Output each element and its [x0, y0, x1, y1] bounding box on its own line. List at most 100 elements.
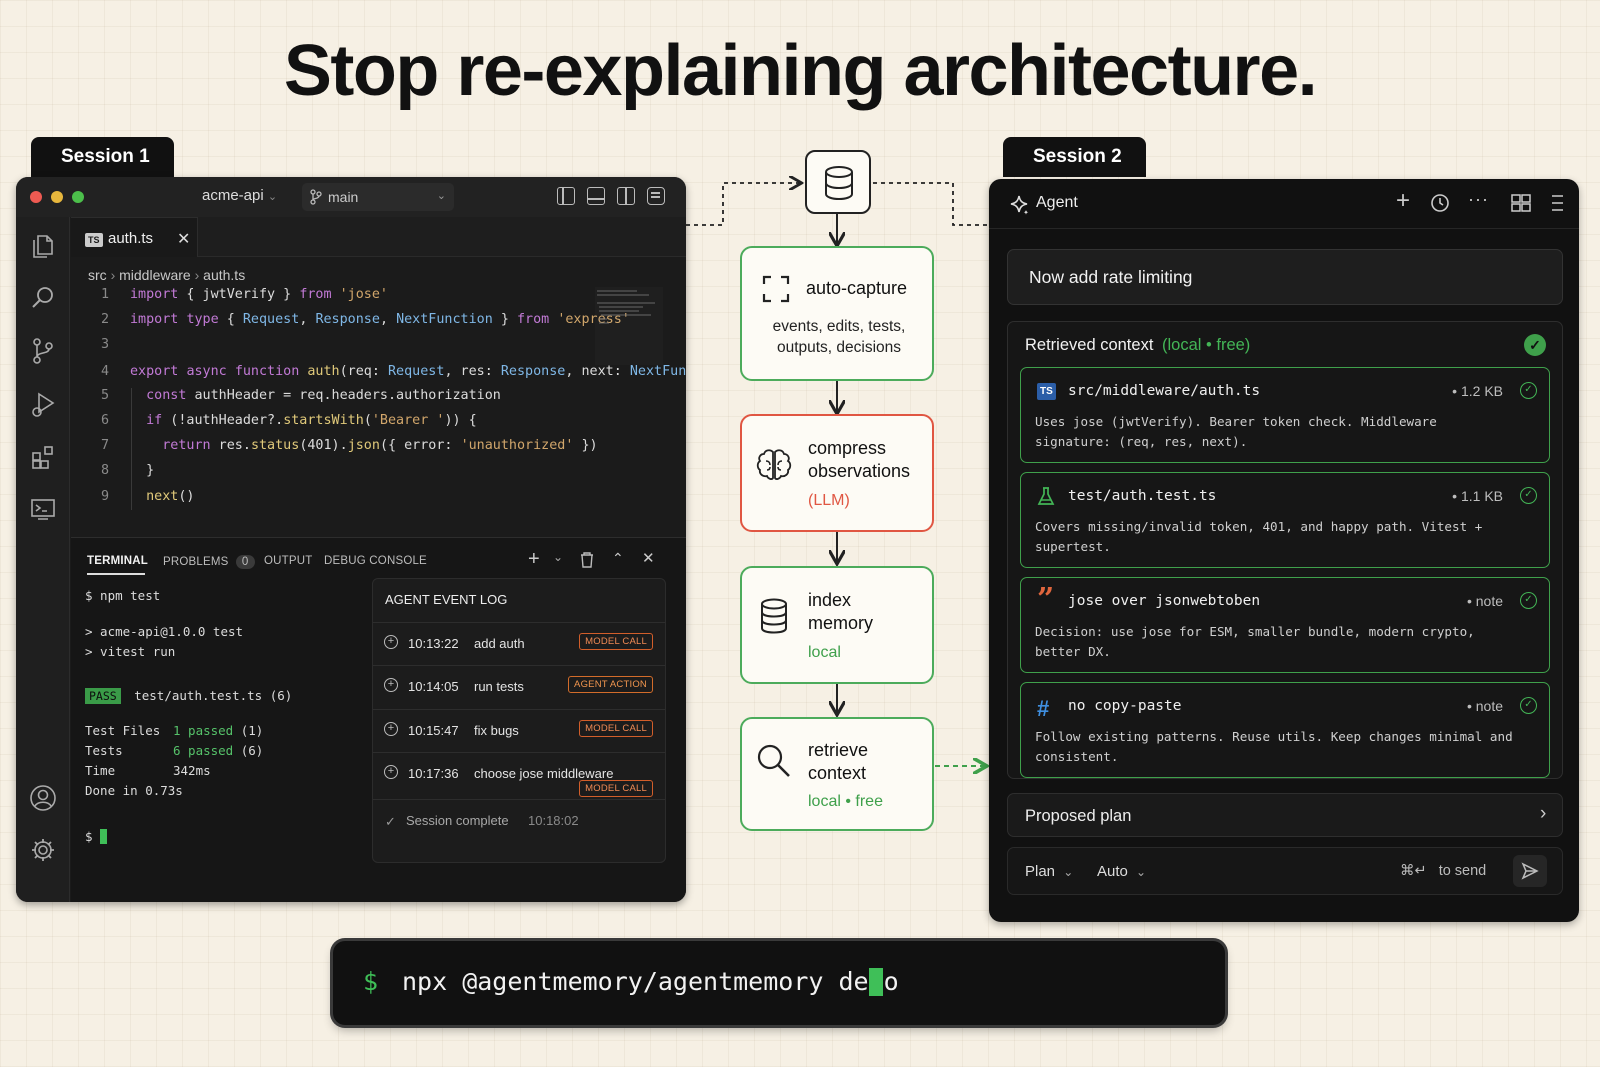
new-terminal-icon[interactable]: +: [528, 548, 540, 570]
context-item-title: jose over jsonwebtoben: [1068, 593, 1261, 609]
breadcrumb-item[interactable]: src: [88, 267, 107, 283]
close-window-button[interactable]: [30, 191, 42, 203]
divider: [989, 228, 1579, 229]
event-label: choose jose middleware: [474, 766, 614, 781]
event-log-title: AGENT EVENT LOG: [385, 592, 508, 607]
event-icon: +: [384, 722, 398, 736]
capture-arrow: [686, 183, 800, 226]
explorer-icon[interactable]: [28, 231, 58, 261]
layout-icon[interactable]: [1511, 194, 1531, 212]
more-options-icon[interactable]: ···: [1468, 189, 1489, 209]
settings-gear-icon[interactable]: [28, 835, 58, 865]
indent-guide: [131, 388, 132, 510]
context-item[interactable]: ”jose over jsonwebtoben• note✓Decision: …: [1020, 577, 1550, 673]
retrieved-context-title: Retrieved context (local • free): [1025, 336, 1251, 354]
minimize-window-button[interactable]: [51, 191, 63, 203]
session-complete-row: ✓ Session complete 10:18:02: [373, 799, 665, 843]
event-icon: +: [384, 678, 398, 692]
auto-capture-desc: events, edits, tests, outputs, decisions: [772, 318, 906, 356]
auto-capture-title: auto-capture: [806, 278, 908, 298]
breadcrumb-item[interactable]: auth.ts: [203, 267, 246, 283]
window-title[interactable]: acme-api ⌄: [202, 187, 278, 204]
tab-problems[interactable]: PROBLEMS 0: [163, 555, 255, 569]
context-item-title: no copy-paste: [1068, 698, 1182, 714]
files-count: (1): [240, 723, 264, 738]
mode-auto-select[interactable]: Auto ⌄: [1097, 863, 1147, 880]
code-text: if (!authHeader?.startsWith('Bearer ')) …: [146, 413, 477, 428]
retrieve-sub: local • free: [808, 793, 883, 810]
headline: Stop re-explaining architecture.: [283, 31, 1318, 111]
context-item-desc: Uses jose (jwtVerify). Bearer token chec…: [1035, 414, 1437, 449]
extensions-icon[interactable]: [28, 442, 58, 472]
proposed-plan-row[interactable]: Proposed plan ›: [1007, 793, 1563, 837]
tab-output[interactable]: OUTPUT: [264, 555, 313, 567]
check-icon: ✓: [1520, 592, 1537, 609]
history-icon[interactable]: [1430, 193, 1450, 213]
maximize-window-button[interactable]: [72, 191, 84, 203]
minimap[interactable]: [595, 287, 663, 365]
trash-icon[interactable]: [579, 551, 595, 568]
event-icon: +: [384, 765, 398, 779]
terminal-icon[interactable]: [28, 494, 58, 524]
close-panel-icon[interactable]: ✕: [642, 550, 655, 567]
chevron-up-icon[interactable]: ⌃: [612, 550, 624, 566]
success-check-icon: ✓: [1524, 334, 1546, 356]
session-complete-label: Session complete: [406, 813, 509, 828]
check-icon: ✓: [385, 814, 396, 829]
send-button[interactable]: [1513, 855, 1547, 887]
line-number: 5: [100, 388, 109, 403]
mode-plan-select[interactable]: Plan ⌄: [1025, 863, 1074, 880]
tab-terminal[interactable]: TERMINAL: [87, 555, 149, 567]
send-hint: ⌘↵ to send: [1400, 863, 1487, 879]
line-number: 6: [100, 413, 109, 428]
search-icon[interactable]: [28, 283, 58, 313]
git-branch-icon: [310, 189, 322, 205]
context-item-meta: • note: [1466, 593, 1503, 609]
editor-tab-label: auth.ts: [108, 230, 154, 247]
toggle-sidebar-icon[interactable]: [557, 187, 575, 205]
terminal-time-value: 342ms: [173, 763, 211, 778]
menu-icon[interactable]: [1549, 194, 1565, 212]
run-debug-icon[interactable]: [28, 389, 58, 419]
retrieved-context-sub: (local • free): [1162, 336, 1251, 354]
customize-layout-icon[interactable]: [647, 187, 665, 205]
breadcrumb-item[interactable]: middleware: [119, 267, 191, 283]
tab-debug-console[interactable]: DEBUG CONSOLE: [324, 555, 427, 567]
branch-selector[interactable]: main ⌄: [302, 183, 454, 211]
compress-sub: (LLM): [808, 492, 850, 509]
toggle-panel-icon[interactable]: [587, 187, 605, 205]
new-chat-icon[interactable]: +: [1396, 187, 1411, 214]
command-bar[interactable]: $ npx @agentmemory/agentmemory demo: [333, 941, 1225, 1025]
code-text: import type { Request, Response, NextFun…: [130, 312, 630, 327]
close-tab-icon[interactable]: ✕: [177, 231, 191, 248]
split-editor-icon[interactable]: [617, 187, 635, 205]
account-icon[interactable]: [28, 783, 58, 813]
quote-icon: ”: [1037, 582, 1055, 617]
files-passed: 1 passed: [173, 723, 234, 738]
context-item-desc: Covers missing/invalid token, 401, and h…: [1035, 519, 1483, 554]
editor-tab-auth-ts[interactable]: TS auth.ts ✕: [71, 217, 198, 257]
store-link: [873, 182, 989, 226]
source-control-icon[interactable]: [28, 336, 58, 366]
event-badge: MODEL CALL: [579, 720, 653, 737]
context-item[interactable]: test/auth.test.ts• 1.1 KB✓Covers missing…: [1020, 472, 1550, 568]
index-memory-node: index memory local: [740, 566, 934, 684]
event-label: run tests: [474, 679, 524, 694]
context-item-title: test/auth.test.ts: [1068, 488, 1217, 504]
event-time: 10:13:22: [408, 636, 459, 651]
context-item[interactable]: #no copy-paste• note✓Follow existing pat…: [1020, 682, 1550, 778]
active-tab-indicator: [87, 573, 145, 575]
memory-store-node: [805, 150, 871, 214]
capture-frame-icon: [762, 275, 790, 303]
chevron-down-icon[interactable]: ⌄: [553, 550, 564, 564]
line-number: 3: [100, 337, 109, 352]
event-time: 10:17:36: [408, 766, 459, 781]
